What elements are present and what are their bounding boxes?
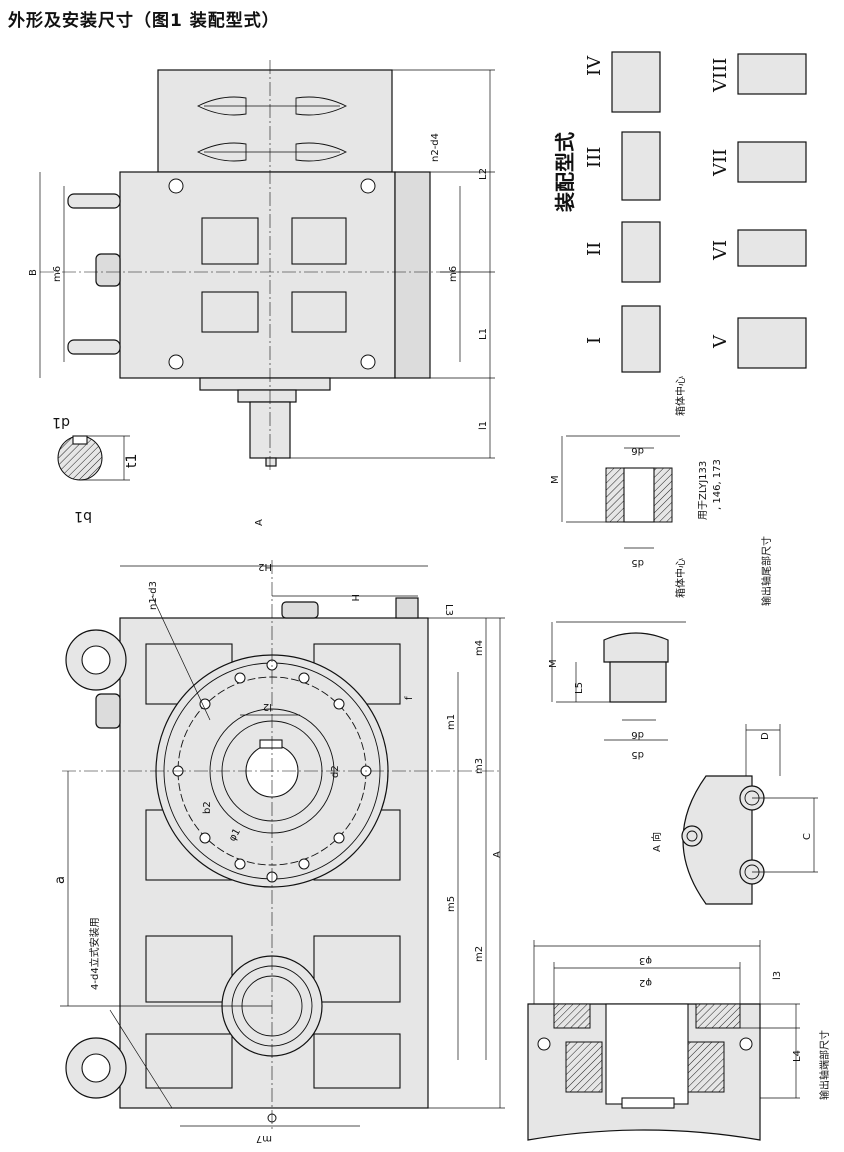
page-title: 外形及安装尺寸（图1 装配型式） — [8, 11, 280, 31]
gearbox-flange-top — [394, 171, 431, 379]
dim-a: a — [53, 876, 68, 884]
inspection-window — [201, 217, 259, 265]
dim-L2: L2 — [478, 168, 489, 180]
assembly-type-I: I — [584, 337, 605, 344]
lifting-eye-rod — [67, 193, 121, 209]
assembly-types — [611, 51, 807, 373]
assembly-type-V: V — [710, 334, 731, 349]
dim-b2: b2 — [202, 801, 213, 814]
dim-L5: L5 — [574, 682, 585, 694]
gearbox-body-top — [119, 171, 396, 379]
assembly-type-VII: VII — [710, 149, 731, 177]
inspection-window — [291, 291, 347, 333]
assembly-type-II-figure — [621, 221, 661, 283]
inspection-window — [145, 935, 233, 1003]
assembly-type-II: II — [584, 242, 605, 256]
output-shaft-section — [527, 940, 800, 1141]
dim-b1: b1 — [74, 508, 92, 524]
assembly-type-VII-figure — [737, 141, 807, 183]
output-shaft-end-note-1: 输出轴尾部尺寸 — [760, 536, 773, 606]
box-center-2: 箱体中心 — [674, 558, 687, 598]
mounting-note: 4-d4立式安装用 — [88, 917, 101, 990]
assembly-type-IV-figure — [611, 51, 661, 113]
dim-m3: m3 — [474, 758, 485, 774]
shaft-end-detail-1 — [561, 435, 680, 549]
dim-l1: l1 — [478, 421, 489, 430]
dim-m5: m5 — [446, 896, 457, 912]
dim-L1: L1 — [478, 328, 489, 340]
lifting-eye-rod — [67, 339, 121, 355]
dim-t1: t1 — [124, 454, 140, 468]
dim-d6-1: d6 — [631, 445, 644, 456]
front-view — [60, 560, 505, 1130]
motor-block — [157, 69, 393, 173]
inspection-window — [201, 291, 259, 333]
output-shaft-end-note-2: 输出轴端部尺寸 — [818, 1030, 831, 1100]
view-a-label: A 向 — [650, 832, 663, 852]
shaft-section — [57, 435, 130, 481]
dim-d5-2: d5 — [631, 749, 644, 760]
dim-n1-d3: n1-d3 — [148, 581, 159, 610]
inspection-window — [313, 1033, 401, 1089]
assembly-type-III-figure — [621, 131, 661, 201]
dim-f: f — [404, 696, 415, 700]
dim-H2: H2 — [258, 561, 272, 572]
dim-A: A — [492, 851, 503, 858]
inspection-window — [145, 1033, 233, 1089]
inspection-window — [313, 935, 401, 1003]
inspection-window — [291, 217, 347, 265]
dim-d5-1: d5 — [631, 557, 644, 568]
assembly-type-III: III — [584, 147, 605, 168]
dim-n2-d4: n2-d4 — [430, 133, 441, 162]
fan-shape — [295, 142, 348, 162]
fan-shape — [295, 96, 348, 116]
dim-d6-2: d6 — [631, 729, 644, 740]
assembly-type-V-figure — [737, 317, 807, 369]
assembly-type-VIII-figure — [737, 53, 807, 95]
dim-m7: m7 — [256, 1133, 272, 1144]
view-a-detail — [681, 724, 818, 905]
dim-L4: L4 — [792, 1050, 803, 1062]
assembly-type-I-figure — [621, 305, 661, 373]
oil-cap — [95, 253, 121, 287]
dim-M-2: M — [548, 659, 559, 668]
box-center-1: 箱体中心 — [674, 376, 687, 416]
used-for-line1: 用于ZLYJ133 — [698, 461, 709, 520]
dim-B: B — [28, 269, 39, 276]
dim-D: D — [760, 732, 771, 740]
assembly-heading: 装配型式 — [553, 132, 577, 213]
dim-C: C — [802, 833, 813, 840]
shaft-flange — [199, 377, 331, 391]
assembly-type-VIII: VIII — [710, 58, 731, 93]
dim-m2: m2 — [474, 946, 485, 962]
dim-l2: l2 — [263, 701, 272, 712]
dim-phi2: φ2 — [639, 977, 652, 988]
dim-d2: d2 — [330, 765, 341, 778]
dim-m4: m4 — [474, 640, 485, 656]
dim-l3: l3 — [772, 971, 783, 980]
dim-phi3: φ3 — [639, 955, 652, 966]
assembly-type-VI: VI — [710, 240, 731, 261]
dim-L3: L3 — [443, 604, 454, 616]
dim-M-1: M — [550, 475, 561, 484]
dim-d1: d1 — [52, 414, 70, 430]
dim-m6-right: m6 — [448, 266, 459, 282]
used-for-line2: , 146, 173 — [712, 459, 723, 510]
top-view — [39, 60, 495, 470]
view-a-arrow: A — [254, 519, 265, 526]
shaft-end-detail-2 — [551, 621, 686, 741]
dim-m6-left: m6 — [52, 266, 63, 282]
dim-m1: m1 — [446, 714, 457, 730]
dim-H: H — [349, 594, 360, 602]
assembly-type-IV: IV — [584, 55, 605, 76]
assembly-type-VI-figure — [737, 229, 807, 267]
